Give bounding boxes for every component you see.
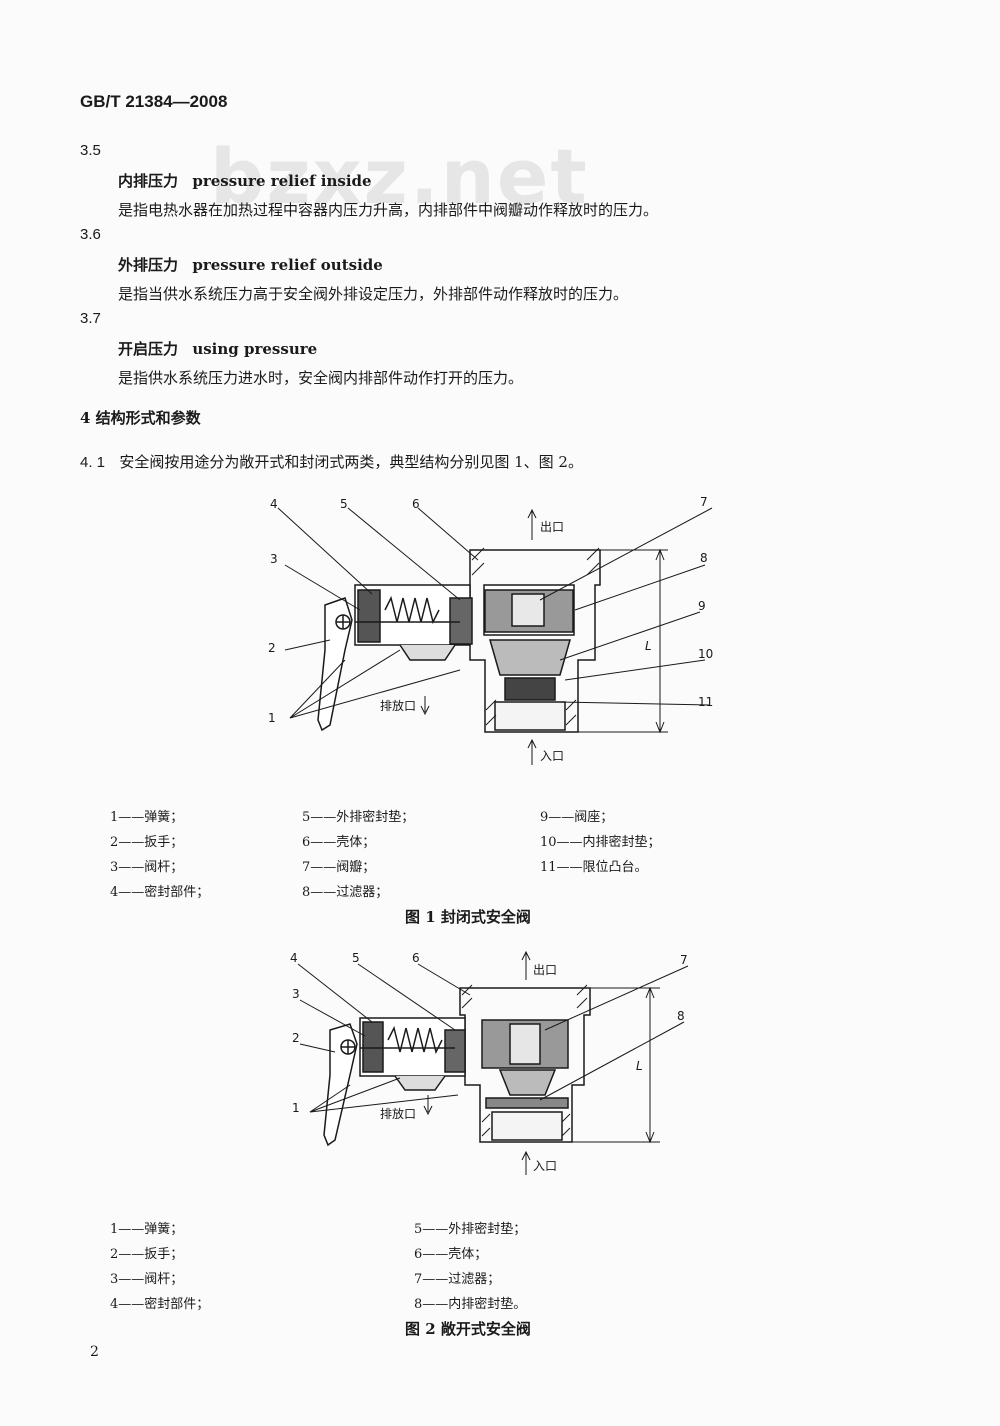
- legend-item: 11——限位凸台。: [540, 860, 648, 875]
- figure1-label: 8: [700, 551, 708, 565]
- legend-item: 4——密封部件；: [110, 885, 210, 900]
- term-number: 3.6: [80, 226, 101, 243]
- watermark: bzxz.net: [210, 132, 589, 221]
- figure2-drawing: 4 5 6 7 3 8 2 1 出口 入口 排放口 L: [290, 950, 689, 1175]
- legend-item: 4——密封部件；: [110, 1297, 210, 1312]
- term-en: pressure relief inside: [192, 172, 372, 190]
- dimension-label: L: [636, 1059, 643, 1073]
- figure1-label: 4: [270, 497, 278, 511]
- figure1-label: 9: [698, 599, 706, 613]
- legend-item: 6——壳体；: [414, 1247, 488, 1262]
- figure2-label: 8: [677, 1009, 685, 1023]
- term-en: using pressure: [192, 340, 318, 358]
- legend-item: 5——外排密封垫；: [414, 1222, 527, 1237]
- figure1-drawing: 4 5 6 7 3 8 9 2 10 1 11 出口 入口 排放口 L: [268, 495, 713, 765]
- figure1-label: 6: [412, 497, 420, 511]
- legend-item: 3——阀杆；: [110, 1272, 184, 1287]
- figure-caption: 图 1 封闭式安全阀: [405, 908, 531, 926]
- figure2-label: 5: [352, 951, 360, 965]
- term-cn: 内排压力: [118, 172, 179, 190]
- figure2-label: 2: [292, 1031, 300, 1045]
- outlet-label: 出口: [540, 520, 564, 534]
- legend-item: 1——弹簧；: [110, 810, 184, 825]
- figure1-label: 11: [698, 695, 713, 709]
- term-definition: 是指当供水系统压力高于安全阀外排设定压力，外排部件动作释放时的压力。: [118, 285, 629, 303]
- clause-number: 4. 1: [80, 454, 106, 471]
- term-heading: 外排压力 pressure relief outside: [118, 254, 383, 275]
- legend-item: 7——过滤器；: [414, 1272, 501, 1287]
- drain-label: 排放口: [380, 1106, 416, 1121]
- inlet-label: 入口: [540, 749, 564, 763]
- dimension-label: L: [645, 639, 652, 653]
- legend-item: 3——阀杆；: [110, 860, 184, 875]
- legend-item: 8——过滤器；: [302, 885, 389, 900]
- term-heading: 内排压力 pressure relief inside: [118, 170, 372, 191]
- section-title: 4 结构形式和参数: [80, 409, 201, 427]
- figure2-label: 7: [680, 953, 688, 967]
- standard-id: GB/T 21384—2008: [80, 92, 228, 111]
- outlet-label: 出口: [533, 963, 557, 977]
- term-cn: 外排压力: [118, 256, 179, 274]
- legend-item: 6——壳体；: [302, 835, 376, 850]
- legend-item: 10——内排密封垫；: [540, 835, 661, 850]
- figure-caption: 图 2 敞开式安全阀: [405, 1320, 531, 1338]
- figure2-label: 4: [290, 951, 298, 965]
- legend-item: 9——阀座；: [540, 810, 614, 825]
- term-definition: 是指电热水器在加热过程中容器内压力升高，内排部件中阀瓣动作释放时的压力。: [118, 201, 659, 219]
- legend-item: 5——外排密封垫；: [302, 810, 415, 825]
- term-cn: 开启压力: [118, 340, 179, 358]
- legend-item: 1——弹簧；: [110, 1222, 184, 1237]
- figure1-label: 7: [700, 495, 708, 509]
- legend-item: 8——内排密封垫。: [414, 1297, 527, 1312]
- figure2-label: 6: [412, 951, 420, 965]
- term-number: 3.7: [80, 310, 101, 327]
- figure1-label: 3: [270, 552, 278, 566]
- figure1-label: 1: [268, 711, 276, 725]
- term-heading: 开启压力 using pressure: [118, 338, 317, 359]
- figure2-label: 1: [292, 1101, 300, 1115]
- term-en: pressure relief outside: [192, 256, 383, 274]
- legend-item: 7——阀瓣；: [302, 860, 376, 875]
- term-number: 3.5: [80, 142, 101, 159]
- clause: 4. 1 安全阀按用途分为敞开式和封闭式两类，典型结构分别见图 1、图 2。: [80, 451, 583, 472]
- term-definition: 是指供水系统压力进水时，安全阀内排部件动作打开的压力。: [118, 369, 524, 387]
- inlet-label: 入口: [533, 1159, 557, 1173]
- figure2-label: 3: [292, 987, 300, 1001]
- clause-text: 安全阀按用途分为敞开式和封闭式两类，典型结构分别见图 1、图 2。: [119, 453, 583, 471]
- drain-label: 排放口: [380, 698, 416, 713]
- legend-item: 2——扳手；: [110, 1247, 184, 1262]
- figure1-label: 2: [268, 641, 276, 655]
- page-number: 2: [90, 1344, 99, 1360]
- figure1-label: 10: [698, 647, 713, 661]
- legend-item: 2——扳手；: [110, 835, 184, 850]
- figure1-label: 5: [340, 497, 348, 511]
